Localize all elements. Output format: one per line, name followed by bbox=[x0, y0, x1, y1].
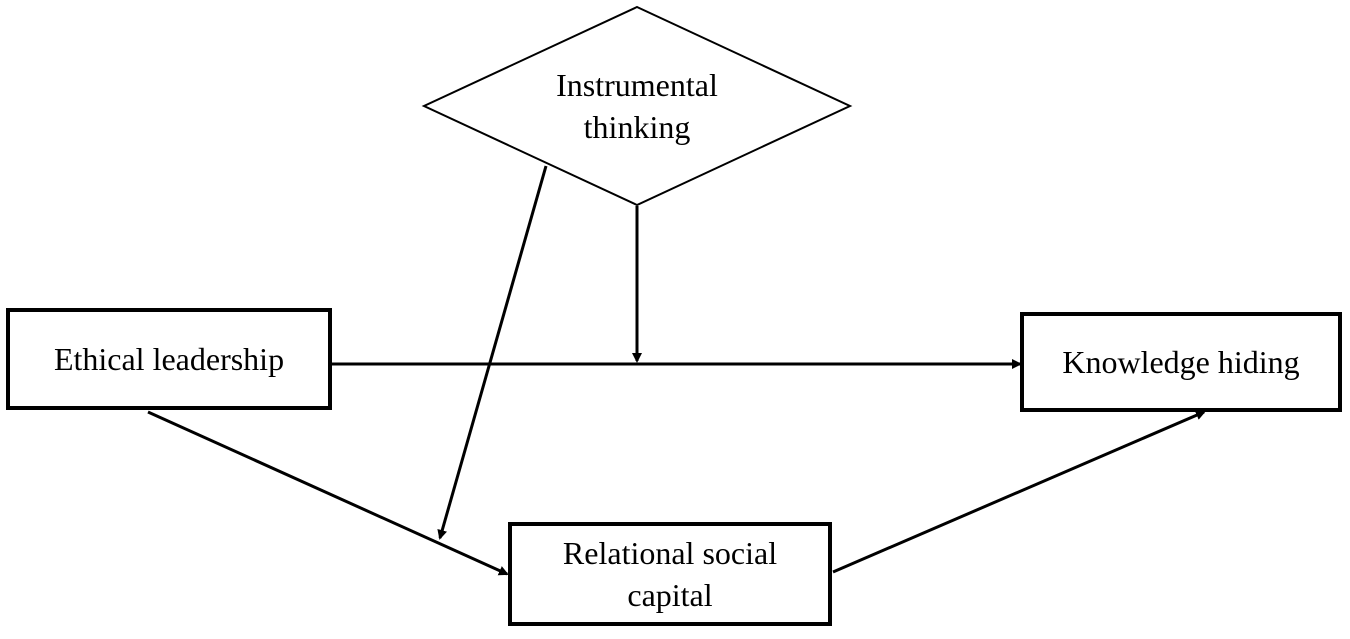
knowledge-hiding-box bbox=[1020, 312, 1342, 412]
instrumental-thinking-label: Instrumental thinking bbox=[556, 67, 718, 145]
arrow-instrumental-to-mediation-path bbox=[437, 165, 548, 540]
instrumental-thinking-diamond bbox=[421, 5, 853, 207]
relational-social-capital-box bbox=[508, 522, 832, 626]
arrow-relational-to-knowledge bbox=[832, 410, 1206, 574]
arrow-ethical-to-relational bbox=[147, 410, 509, 576]
ethical-leadership-box bbox=[6, 308, 332, 410]
ethical-leadership-label: Ethical leadership bbox=[53, 341, 285, 377]
knowledge-hiding-label: Knowledge hiding bbox=[1062, 344, 1300, 380]
relational-social-capital-label: Relational social capital bbox=[562, 535, 778, 613]
